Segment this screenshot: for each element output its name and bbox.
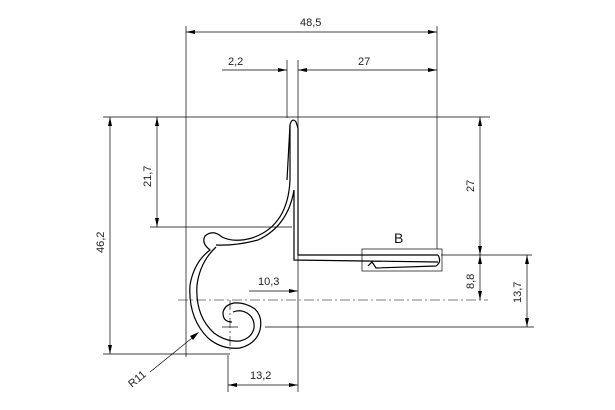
profile-vertical-leg-outer (286, 119, 299, 181)
dimension-center-to-top: 13,7 (512, 255, 529, 327)
dimension-right-height: 27 (465, 117, 482, 255)
dimension-text-hook-width: 13,2 (250, 370, 271, 382)
profile-hook-loop (196, 246, 255, 342)
profile-flange-tip (367, 254, 441, 269)
extension-lines (103, 26, 534, 392)
profile-upper-curve (189, 125, 291, 349)
detail-label-b: B (394, 230, 403, 246)
dimension-upper-height: 21,7 (142, 117, 159, 227)
dimension-wall-thickness: 2,2 (222, 56, 287, 72)
dimension-radius: R11 (126, 332, 199, 390)
dimension-text-upper-height: 21,7 (142, 166, 154, 187)
dimension-overall-width: 48,5 (186, 17, 437, 34)
dimension-text-overall-width: 48,5 (300, 17, 321, 29)
profile-vertical-leg-inner (297, 128, 438, 256)
dimension-hook-offset: 10,3 (249, 276, 298, 293)
dimension-flange-to-center: 8,8 (465, 255, 482, 300)
dimension-flange-width: 27 (298, 56, 437, 72)
dimension-text-flange-width: 27 (358, 56, 370, 68)
dimension-text-overall-height: 46,2 (95, 232, 107, 253)
dimension-text-right-height: 27 (465, 180, 477, 192)
center-lines (178, 299, 488, 350)
dimension-text-wall-thickness: 2,2 (228, 56, 243, 68)
dimension-text-radius: R11 (126, 369, 149, 391)
detail-box-b (361, 248, 443, 272)
dimension-text-flange-to-center: 8,8 (465, 274, 477, 289)
profile-hook-inner (215, 189, 439, 263)
dimension-overall-height: 46,2 (95, 117, 112, 354)
dimension-hook-width: 13,2 (228, 370, 298, 387)
dimension-text-hook-offset: 10,3 (258, 276, 279, 288)
dimension-text-center-to-top: 13,7 (512, 282, 524, 303)
